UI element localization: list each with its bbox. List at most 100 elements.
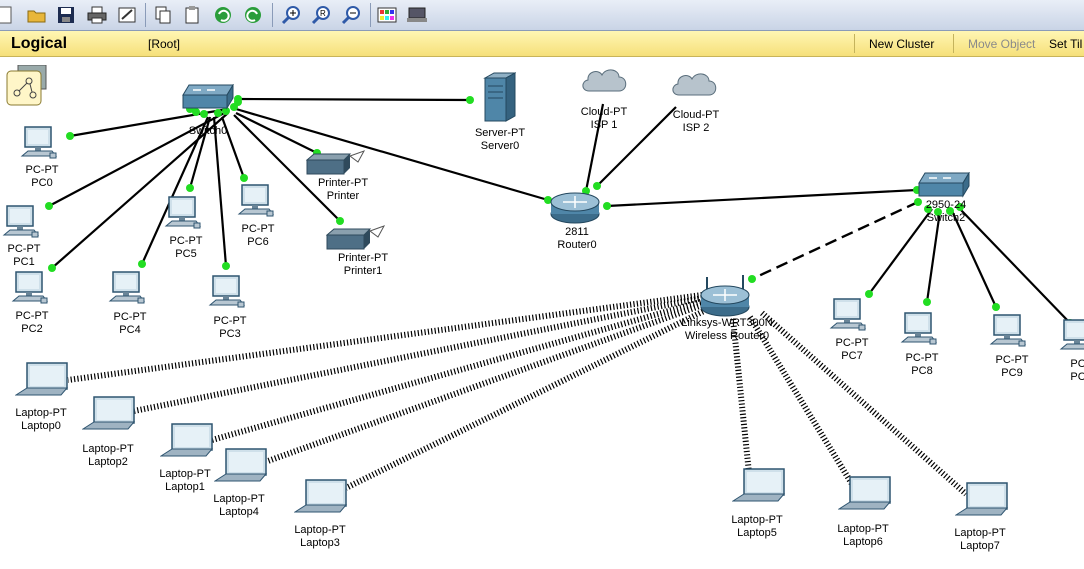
cable-link[interactable] <box>868 208 933 295</box>
device-model-label: PC-PT <box>113 311 147 323</box>
zoom-out-icon[interactable] <box>340 4 362 26</box>
cable-link[interactable] <box>212 116 228 267</box>
wireless-link[interactable] <box>211 298 705 443</box>
link-status-light <box>222 107 230 115</box>
network-links <box>45 95 1074 497</box>
cable-link[interactable] <box>596 106 677 187</box>
pc0-pc-icon[interactable] <box>20 126 60 167</box>
device-name-label: PC2 <box>21 323 43 335</box>
link-status-light <box>240 174 248 182</box>
cable-link[interactable] <box>751 200 919 281</box>
printer1-printer-icon[interactable] <box>325 225 386 256</box>
pc6-pc-icon[interactable] <box>237 184 277 225</box>
device-model-label: Laptop-PT <box>731 514 783 526</box>
cable-link[interactable] <box>235 107 549 202</box>
pc1-pc-icon[interactable] <box>2 205 42 246</box>
palette-icon[interactable] <box>376 4 398 26</box>
pc7-pc-icon[interactable] <box>829 298 869 339</box>
undo-icon[interactable] <box>212 4 234 26</box>
device-name-label: PC4 <box>119 324 141 336</box>
device-name-label: Wireless Router0 <box>684 330 770 342</box>
move-object-button[interactable]: Move Object <box>968 37 1036 51</box>
device-model-label: PC-PT <box>169 235 203 247</box>
pc4-pc-icon[interactable] <box>108 271 148 312</box>
device-name-label: PC0 <box>31 177 53 189</box>
switch2-switch-icon[interactable] <box>917 171 971 203</box>
isp2-cloud-icon[interactable] <box>669 69 719 104</box>
pc10-pc-icon[interactable] <box>1059 319 1084 360</box>
server0-server-icon[interactable] <box>482 72 517 127</box>
new-cluster-button[interactable]: New Cluster <box>869 37 935 51</box>
wireless-link[interactable] <box>67 292 703 383</box>
device-model-label: PC <box>1070 358 1084 370</box>
cable-link[interactable] <box>233 114 341 222</box>
link-status-light <box>466 96 474 104</box>
wireless-link[interactable] <box>344 304 714 491</box>
custom-device-icon[interactable] <box>406 4 428 26</box>
zoom-reset-icon[interactable]: R <box>310 4 332 26</box>
printer-printer-icon[interactable] <box>305 150 366 181</box>
device-model-label: Cloud-PT <box>672 109 720 121</box>
laptop2-laptop-icon[interactable] <box>81 396 138 435</box>
print-icon[interactable] <box>86 4 108 26</box>
device-name-label: PC8 <box>911 365 933 377</box>
set-tiled-background-button[interactable]: Set Til <box>1049 37 1083 51</box>
link-status-light <box>138 260 146 268</box>
open-folder-icon[interactable] <box>26 4 48 26</box>
wireless-link[interactable] <box>133 295 703 414</box>
save-icon[interactable] <box>55 4 77 26</box>
copy-icon[interactable] <box>152 4 174 26</box>
redo-icon[interactable] <box>242 4 264 26</box>
device-name-label: Server0 <box>480 140 520 152</box>
laptop6-laptop-icon[interactable] <box>837 476 894 515</box>
wireless-router-wrouter-icon[interactable] <box>699 273 751 322</box>
cable-link[interactable] <box>188 116 212 189</box>
wireless-link[interactable] <box>266 300 710 464</box>
cable-link[interactable] <box>951 210 997 308</box>
logical-workspace-label[interactable]: Logical <box>11 35 68 52</box>
laptop4-laptop-icon[interactable] <box>213 448 270 487</box>
new-file-icon[interactable] <box>0 4 16 26</box>
link-status-light <box>214 109 222 117</box>
pc9-pc-icon[interactable] <box>989 314 1029 355</box>
laptop1-laptop-icon[interactable] <box>159 423 216 462</box>
laptop7-laptop-icon[interactable] <box>954 482 1011 521</box>
switch0-switch-icon[interactable] <box>181 83 235 115</box>
activity-wizard-icon[interactable] <box>116 4 138 26</box>
root-breadcrumb[interactable]: [Root] <box>148 37 181 51</box>
wireless-link[interactable] <box>760 310 968 497</box>
cable-link[interactable] <box>140 116 210 265</box>
device-name-label: PC9 <box>1001 367 1023 379</box>
router0-router-icon[interactable] <box>549 190 601 229</box>
link-status-light <box>924 205 932 213</box>
cable-link[interactable] <box>925 210 942 303</box>
pc2-pc-icon[interactable] <box>11 271 51 312</box>
laptop5-laptop-icon[interactable] <box>731 468 788 507</box>
laptop3-laptop-icon[interactable] <box>293 479 350 518</box>
device-name-label: Switch0 <box>188 125 228 137</box>
device-model-label: Printer-PT <box>337 252 389 264</box>
cable-link[interactable] <box>584 103 605 192</box>
cable-link[interactable] <box>235 112 318 154</box>
pc3-pc-icon[interactable] <box>208 275 248 316</box>
cable-link[interactable] <box>606 188 918 208</box>
cable-link[interactable] <box>48 110 229 207</box>
laptop0-laptop-icon[interactable] <box>14 362 71 401</box>
device-model-label: Server-PT <box>474 127 526 139</box>
cable-link[interactable] <box>959 208 1071 324</box>
cable-link[interactable] <box>237 97 471 102</box>
isp1-cloud-icon[interactable] <box>579 65 629 100</box>
pc8-pc-icon[interactable] <box>900 312 940 353</box>
navigation-panel-icon[interactable] <box>6 64 48 107</box>
paste-icon[interactable] <box>182 4 204 26</box>
pc5-pc-icon[interactable] <box>164 196 204 237</box>
zoom-in-icon[interactable] <box>280 4 302 26</box>
cable-link[interactable] <box>220 116 246 179</box>
